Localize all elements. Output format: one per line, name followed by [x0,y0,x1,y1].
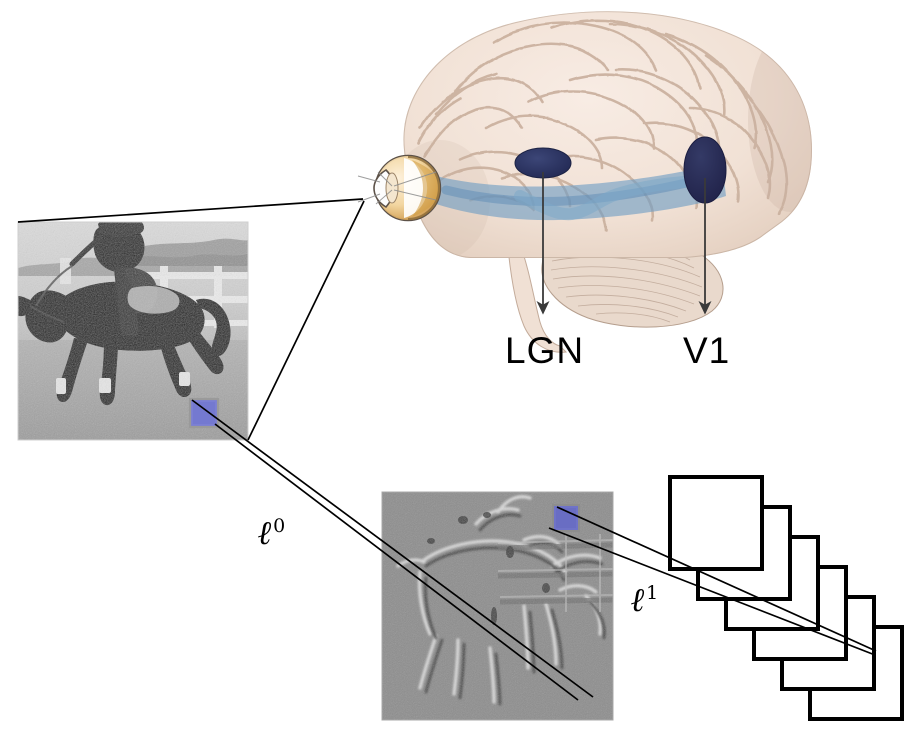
eye-cross-section [357,154,442,222]
layer0-projection-line [214,423,579,701]
layer1-superscript: 1 [646,582,659,604]
retina-projection-line [17,198,364,223]
layer1-label: ℓ1 [631,580,658,620]
layer0-label: ℓ0 [258,513,285,553]
layer1-symbol: ℓ [631,580,646,619]
layer0-symbol: ℓ [258,513,273,552]
brainstem [507,243,568,353]
lgn-label: LGN [505,330,585,371]
projection-lines [17,198,877,701]
edge-map-patch-marker [552,504,580,532]
layer1-projection-line [556,506,877,652]
layer0-projection-line [191,399,594,698]
feature-map-stack [668,475,904,721]
cerebral-cortex [403,11,812,259]
layer1-projection-line [548,527,876,656]
retina-projection-line [247,200,365,441]
v1-label: V1 [683,330,731,371]
layer0-superscript: 0 [273,515,286,537]
pathway-arrows [536,172,712,315]
brain-illustration [357,11,812,353]
input-photo-patch-marker [188,397,220,429]
feature-map-square [668,475,764,571]
